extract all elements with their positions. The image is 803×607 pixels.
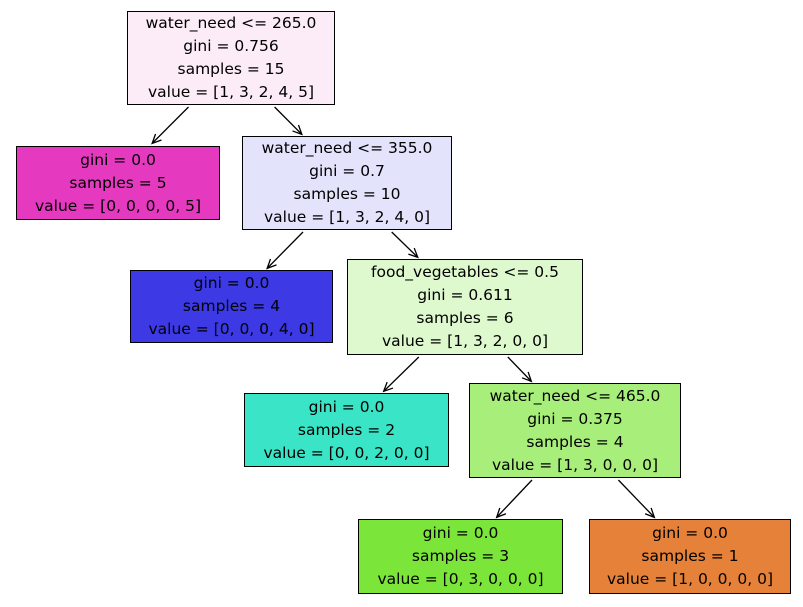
samples-label: samples = 6 (416, 309, 514, 327)
gini-label: gini = 0.0 (652, 524, 728, 542)
samples-label: samples = 4 (182, 297, 281, 315)
split-condition: water_need <= 265.0 (145, 14, 317, 32)
value-label: value = [0, 0, 0, 0, 5] (35, 196, 201, 215)
gini-label: gini = 0.375 (527, 409, 623, 428)
edge-split-465-to-leaf-orange (617, 479, 656, 519)
edge-split-465-to-leaf-green (495, 479, 533, 519)
value-label: value = [0, 0, 0, 4, 0] (148, 320, 315, 338)
samples-label: samples = 4 (526, 432, 624, 451)
samples-label: samples = 2 (297, 420, 396, 439)
samples-label: samples = 15 (177, 60, 285, 78)
edge-root-to-split-355 (274, 106, 303, 136)
gini-label: gini = 0.611 (417, 286, 513, 304)
samples-label: samples = 10 (293, 185, 401, 203)
value-label: value = [1, 3, 2, 4, 5] (148, 83, 314, 101)
tree-node-leaf-green: gini = 0.0 samples = 3 value = [0, 3, 0,… (358, 519, 563, 594)
gini-label: gini = 0.756 (183, 37, 279, 55)
edge-split-355-to-split-food (391, 231, 419, 259)
value-label: value = [1, 3, 0, 0, 0] (492, 455, 658, 474)
gini-label: gini = 0.0 (308, 397, 385, 416)
tree-node-split-food-vegetables: food_vegetables <= 0.5 gini = 0.611 samp… (347, 259, 583, 355)
value-label: value = [1, 3, 2, 4, 0] (264, 208, 430, 226)
value-label: value = [0, 0, 2, 0, 0] (263, 443, 430, 462)
edge-split-food-to-split-465 (507, 356, 533, 383)
split-condition: water_need <= 355.0 (261, 139, 433, 157)
value-label: value = [0, 3, 0, 0, 0] (377, 570, 544, 588)
tree-node-root: water_need <= 265.0 gini = 0.756 samples… (127, 11, 335, 105)
tree-node-leaf-orange: gini = 0.0 samples = 1 value = [1, 0, 0,… (589, 519, 791, 594)
samples-label: samples = 3 (411, 547, 510, 565)
tree-node-leaf-blue: gini = 0.0 samples = 4 value = [0, 0, 0,… (130, 270, 333, 343)
samples-label: samples = 5 (69, 173, 167, 192)
gini-label: gini = 0.0 (422, 524, 499, 542)
tree-node-leaf-teal: gini = 0.0 samples = 2 value = [0, 0, 2,… (244, 393, 449, 467)
gini-label: gini = 0.0 (193, 274, 270, 292)
edge-split-food-to-leaf-teal (382, 356, 420, 393)
tree-node-split-465: water_need <= 465.0 gini = 0.375 samples… (469, 383, 681, 478)
edge-root-to-leaf-magenta (151, 106, 189, 145)
tree-node-split-355: water_need <= 355.0 gini = 0.7 samples =… (242, 136, 452, 230)
value-label: value = [1, 3, 2, 0, 0] (382, 332, 548, 350)
value-label: value = [1, 0, 0, 0, 0] (607, 570, 773, 588)
gini-label: gini = 0.0 (80, 150, 156, 169)
split-condition: food_vegetables <= 0.5 (371, 263, 559, 281)
split-condition: water_need <= 465.0 (489, 386, 661, 405)
samples-label: samples = 1 (641, 547, 739, 565)
tree-node-leaf-magenta: gini = 0.0 samples = 5 value = [0, 0, 0,… (16, 146, 220, 220)
edge-split-355-to-leaf-blue (266, 231, 304, 270)
gini-label: gini = 0.7 (309, 162, 385, 180)
